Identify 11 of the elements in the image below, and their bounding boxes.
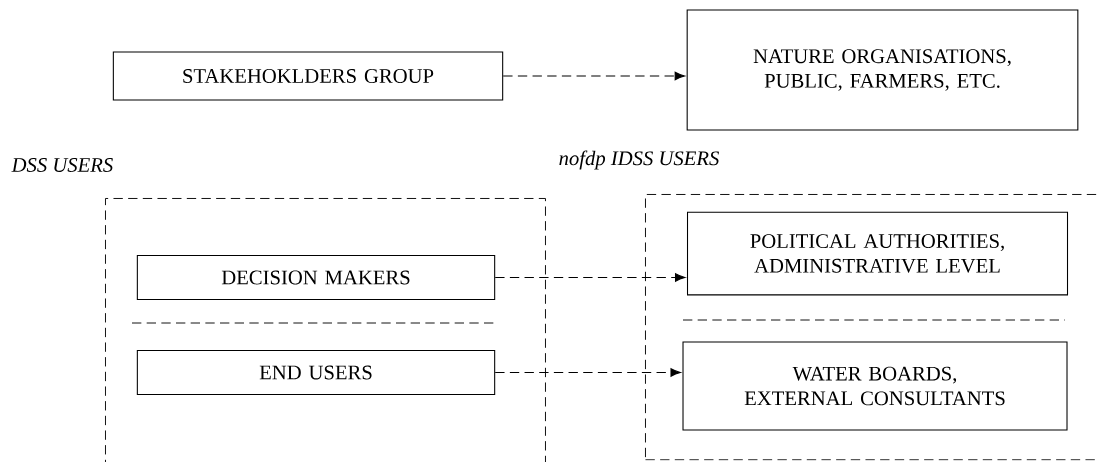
arrow	[494, 368, 681, 377]
arrow	[494, 273, 686, 282]
label-box: END USERS	[136, 349, 496, 396]
label-box: WATER BOARDS, EXTERNAL CONSULTANTS	[682, 341, 1068, 431]
label-box: POLITICAL AUTHORITIES, ADMINISTRATIVE LEVEL	[686, 211, 1069, 296]
label-box: NATURE ORGANISATIONS, PUBLIC, FARMERS, ETC.	[686, 9, 1079, 131]
label-box: STAKEHOKLDERS GROUP	[112, 51, 504, 101]
group-heading: DSS USERS	[11, 158, 113, 172]
arrow	[502, 71, 686, 81]
label-box: DECISION MAKERS	[136, 254, 496, 301]
group-heading: nofdp IDSS USERS	[559, 150, 719, 170]
